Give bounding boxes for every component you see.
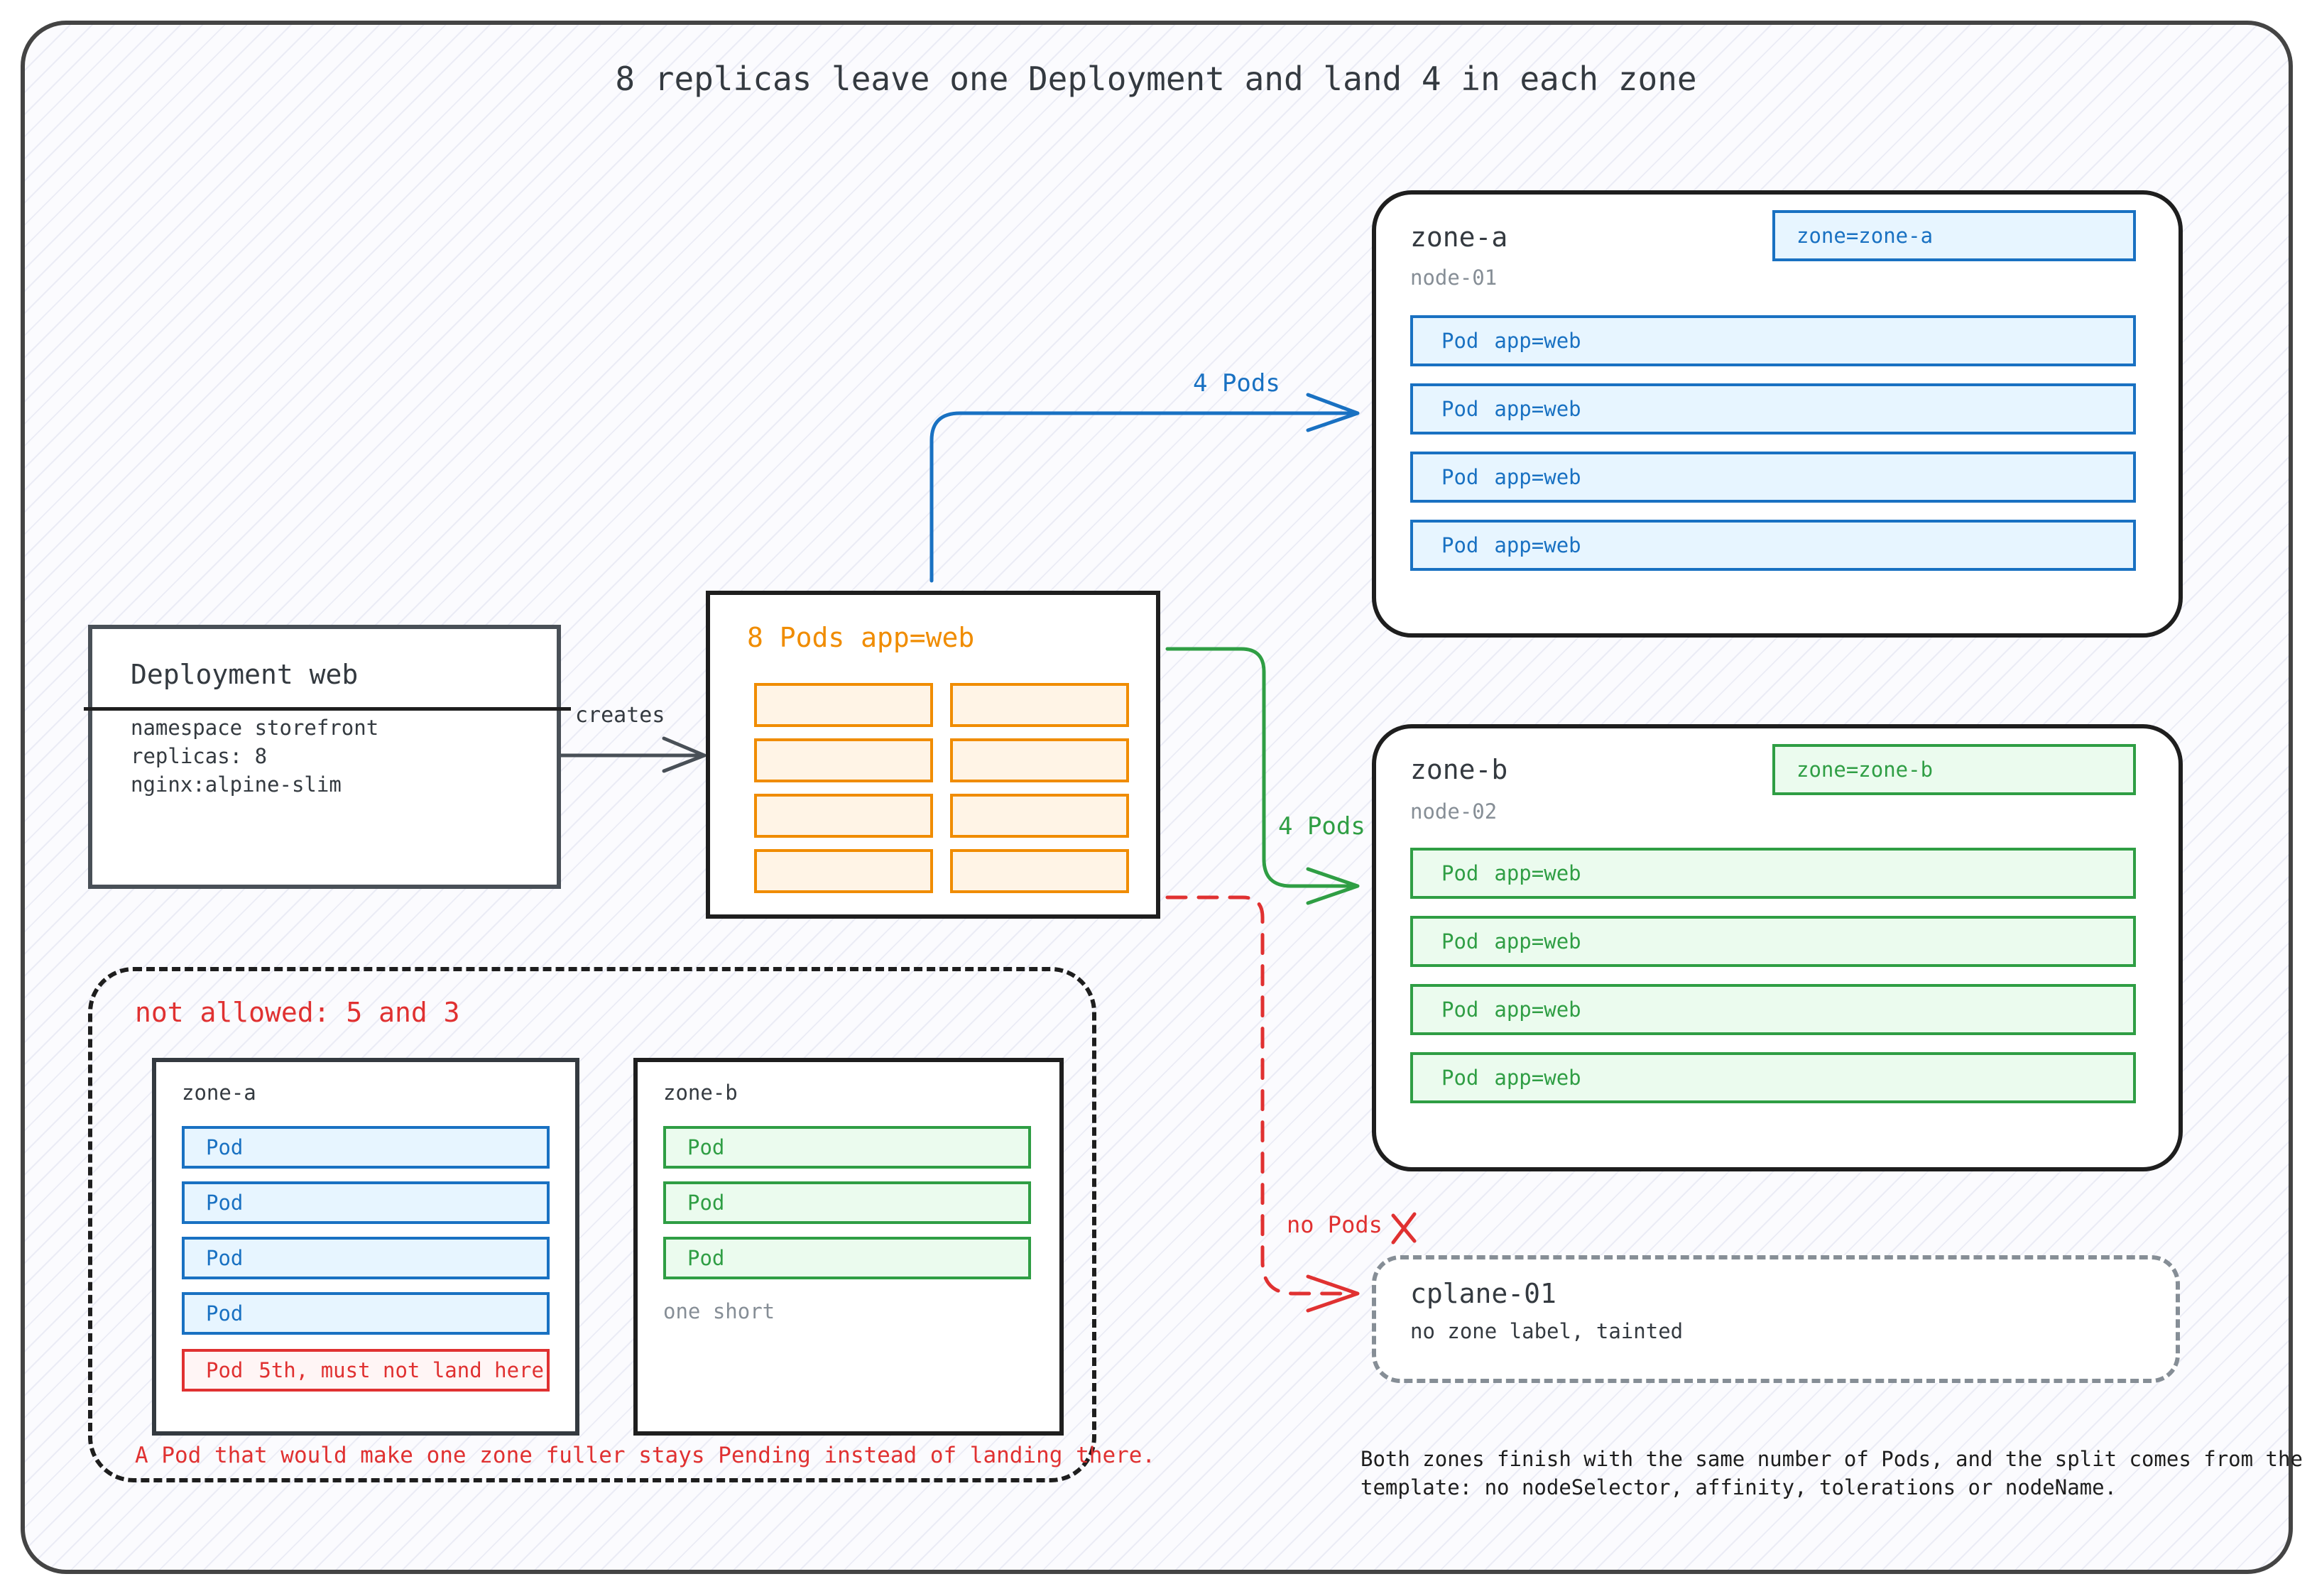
pod-kind: Pod: [687, 1191, 725, 1215]
na-zone-b-title: zone-b: [663, 1081, 738, 1105]
pod-kind: Pod: [206, 1191, 244, 1215]
zone-b-title: zone-b: [1410, 754, 1508, 785]
pod-label: app=web: [1494, 465, 1581, 489]
edge-label-zone-b: 4 Pods: [1278, 812, 1365, 841]
deployment-namespace: namespace storefront: [131, 716, 379, 740]
pod-kind: Pod: [1441, 861, 1479, 885]
pod-cell: [950, 738, 1129, 782]
pod-kind: Pod: [687, 1246, 725, 1270]
footnote-line-1: Both zones finish with the same number o…: [1361, 1447, 2312, 1471]
zone-b-pod: Pod app=web: [1410, 916, 2136, 967]
not-allowed-box: [88, 967, 1096, 1482]
zone-a-pod: Pod app=web: [1410, 315, 2136, 366]
pod-label: app=web: [1494, 397, 1581, 421]
deployment-replicas: replicas: 8: [131, 744, 268, 768]
edge-label-creates: creates: [575, 703, 665, 728]
cplane-desc: no zone label, tainted: [1410, 1319, 1684, 1343]
pod-cell: [754, 794, 933, 838]
zone-a-label-badge: zone=zone-a: [1772, 210, 2136, 261]
na-zone-a-extra-pod: Pod 5th, must not land here: [182, 1349, 550, 1392]
pods-group-label: 8 Pods app=web: [747, 622, 975, 653]
zone-a-pod: Pod app=web: [1410, 520, 2136, 571]
zone-b-pod: Pod app=web: [1410, 848, 2136, 899]
pod-cell: [950, 849, 1129, 893]
zone-b-pod: Pod app=web: [1410, 984, 2136, 1035]
pod-cell: [754, 738, 933, 782]
pod-note: 5th, must not land here: [258, 1358, 544, 1382]
na-zone-b-pod: Pod: [663, 1126, 1031, 1169]
na-zone-a-pod: Pod: [182, 1292, 550, 1335]
footnote-line-2: template: no nodeSelector, affinity, tol…: [1361, 1475, 2117, 1499]
deployment-image: nginx:alpine-slim: [131, 772, 342, 797]
pod-kind: Pod: [1441, 533, 1479, 557]
pod-kind: Pod: [1441, 929, 1479, 953]
pod-kind: Pod: [206, 1246, 244, 1270]
na-zone-a-pod: Pod: [182, 1237, 550, 1279]
zone-b-node-name: node-02: [1410, 799, 1498, 824]
pod-kind: Pod: [1441, 397, 1479, 421]
zone-a-title: zone-a: [1410, 222, 1508, 253]
na-zone-a-pod: Pod: [182, 1181, 550, 1224]
pod-kind: Pod: [1441, 1066, 1479, 1090]
pod-label: app=web: [1494, 329, 1581, 353]
pod-label: app=web: [1494, 1066, 1581, 1090]
pod-cell: [950, 683, 1129, 727]
edge-label-zone-a: 4 Pods: [1193, 369, 1280, 398]
deployment-box: [84, 625, 571, 889]
pod-label: app=web: [1494, 929, 1581, 953]
pod-label: app=web: [1494, 533, 1581, 557]
cplane-node: [1372, 1255, 2180, 1383]
zone-a-pod: Pod app=web: [1410, 452, 2136, 503]
pod-label: app=web: [1494, 998, 1581, 1022]
pod-kind: Pod: [687, 1135, 725, 1159]
pod-kind: Pod: [206, 1301, 244, 1326]
deployment-name: Deployment web: [131, 659, 359, 690]
pod-kind: Pod: [206, 1135, 244, 1159]
pod-cell: [754, 683, 933, 727]
not-allowed-caption: A Pod that would make one zone fuller st…: [135, 1443, 1156, 1468]
zone-b-label-text: zone=zone-b: [1796, 758, 1934, 782]
pod-kind: Pod: [1441, 465, 1479, 489]
zone-a-pod: Pod app=web: [1410, 383, 2136, 434]
na-zone-b-pod: Pod: [663, 1237, 1031, 1279]
pod-label: app=web: [1494, 861, 1581, 885]
pod-kind: Pod: [1441, 998, 1479, 1022]
na-zone-b-pod: Pod: [663, 1181, 1031, 1224]
cplane-title: cplane-01: [1410, 1278, 1556, 1309]
zone-b-pod: Pod app=web: [1410, 1052, 2136, 1103]
edge-label-cplane: no Pods: [1287, 1211, 1383, 1238]
diagram-title: 8 replicas leave one Deployment and land…: [615, 60, 1697, 98]
zone-b-label-badge: zone=zone-b: [1772, 744, 2136, 795]
pod-kind: Pod: [206, 1358, 244, 1382]
pod-kind: Pod: [1441, 329, 1479, 353]
na-zone-a-pod: Pod: [182, 1126, 550, 1169]
deployment-divider: [84, 707, 571, 711]
pod-cell: [754, 849, 933, 893]
not-allowed-title: not allowed: 5 and 3: [135, 997, 460, 1028]
zone-a-label-text: zone=zone-a: [1796, 224, 1934, 248]
na-zone-b-note: one short: [663, 1299, 775, 1323]
zone-a-node-name: node-01: [1410, 266, 1498, 290]
na-zone-a-title: zone-a: [182, 1081, 256, 1105]
pod-cell: [950, 794, 1129, 838]
